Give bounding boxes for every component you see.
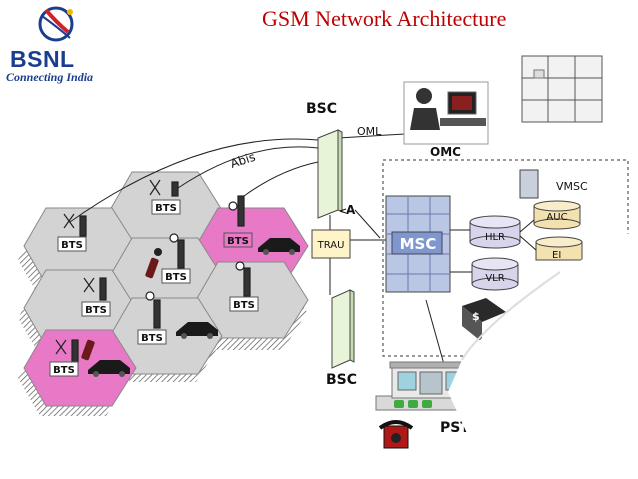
vmsc-icon bbox=[519, 169, 539, 199]
bsc-top-label: BSC bbox=[306, 101, 337, 117]
eir-label: EI bbox=[552, 250, 561, 261]
auc-label: AUC bbox=[546, 212, 567, 223]
vlr-label: VLR bbox=[485, 273, 504, 284]
bsc-bottom-label: BSC bbox=[326, 372, 357, 388]
mobile-phone-icon bbox=[81, 339, 95, 361]
bts-label: BTS bbox=[155, 203, 177, 214]
hlr-label: HLR bbox=[485, 232, 505, 243]
trau-label: TRAU bbox=[317, 240, 345, 251]
tower-icon bbox=[145, 291, 161, 329]
links bbox=[69, 133, 446, 369]
telephone-icon bbox=[378, 420, 414, 449]
tower-icon bbox=[235, 261, 251, 297]
bts-label: BTS bbox=[85, 305, 107, 316]
bsc-bottom: BSC bbox=[326, 289, 357, 388]
svg-text:$: $ bbox=[472, 310, 480, 323]
tower-icon bbox=[228, 195, 245, 227]
brand-name: BSNL bbox=[10, 46, 75, 72]
bts-label: BTS bbox=[227, 236, 249, 247]
vmsc-label: VMSC bbox=[556, 180, 588, 193]
hlr-db: HLR bbox=[469, 215, 521, 249]
slide-title: GSM Network Architecture bbox=[262, 6, 507, 31]
bts-labels: BTS BTS BTS BTS BTS BTS BTS BTS bbox=[49, 199, 259, 377]
bts-label: BTS bbox=[141, 333, 163, 344]
vlr-db: VLR bbox=[471, 257, 519, 291]
databases: HLR AUC EI VLR bbox=[450, 200, 583, 291]
tower-icon bbox=[63, 213, 87, 237]
mobiles bbox=[81, 238, 300, 377]
car-icon bbox=[88, 360, 130, 377]
person-icon bbox=[154, 248, 162, 256]
omc-label: OMC bbox=[430, 145, 461, 159]
bts-label: BTS bbox=[233, 300, 255, 311]
omc: OMC bbox=[403, 81, 489, 159]
towers bbox=[55, 179, 251, 363]
bts-label: BTS bbox=[61, 240, 83, 251]
bts-label: BTS bbox=[53, 365, 75, 376]
cell-pink bbox=[23, 329, 137, 407]
msc-label: MSC bbox=[400, 235, 437, 253]
oml-label: OML bbox=[357, 125, 382, 138]
brand-tagline: Connecting India bbox=[6, 70, 94, 84]
car-icon bbox=[176, 322, 218, 339]
page-curl bbox=[448, 228, 638, 479]
a-interface-label: A bbox=[346, 203, 356, 217]
tower-icon bbox=[83, 277, 107, 301]
car-icon bbox=[258, 238, 300, 255]
puzzle-icon bbox=[521, 55, 603, 123]
bsnl-logo-icon bbox=[38, 6, 74, 42]
tower-icon bbox=[169, 233, 185, 269]
trau-box bbox=[311, 229, 351, 259]
auc-db: AUC bbox=[533, 200, 581, 230]
mobile-phone-icon bbox=[145, 257, 159, 279]
abis-label: Abis bbox=[229, 150, 258, 171]
bts-label: BTS bbox=[165, 272, 187, 283]
gateway-icon: $ bbox=[462, 298, 506, 342]
msc: MSC bbox=[385, 195, 451, 293]
operator-icon bbox=[410, 88, 486, 130]
tower-icon bbox=[149, 179, 179, 197]
eir-db: EI bbox=[535, 236, 583, 261]
cell-grid bbox=[23, 171, 309, 407]
bsc-top: BSC bbox=[306, 101, 343, 219]
